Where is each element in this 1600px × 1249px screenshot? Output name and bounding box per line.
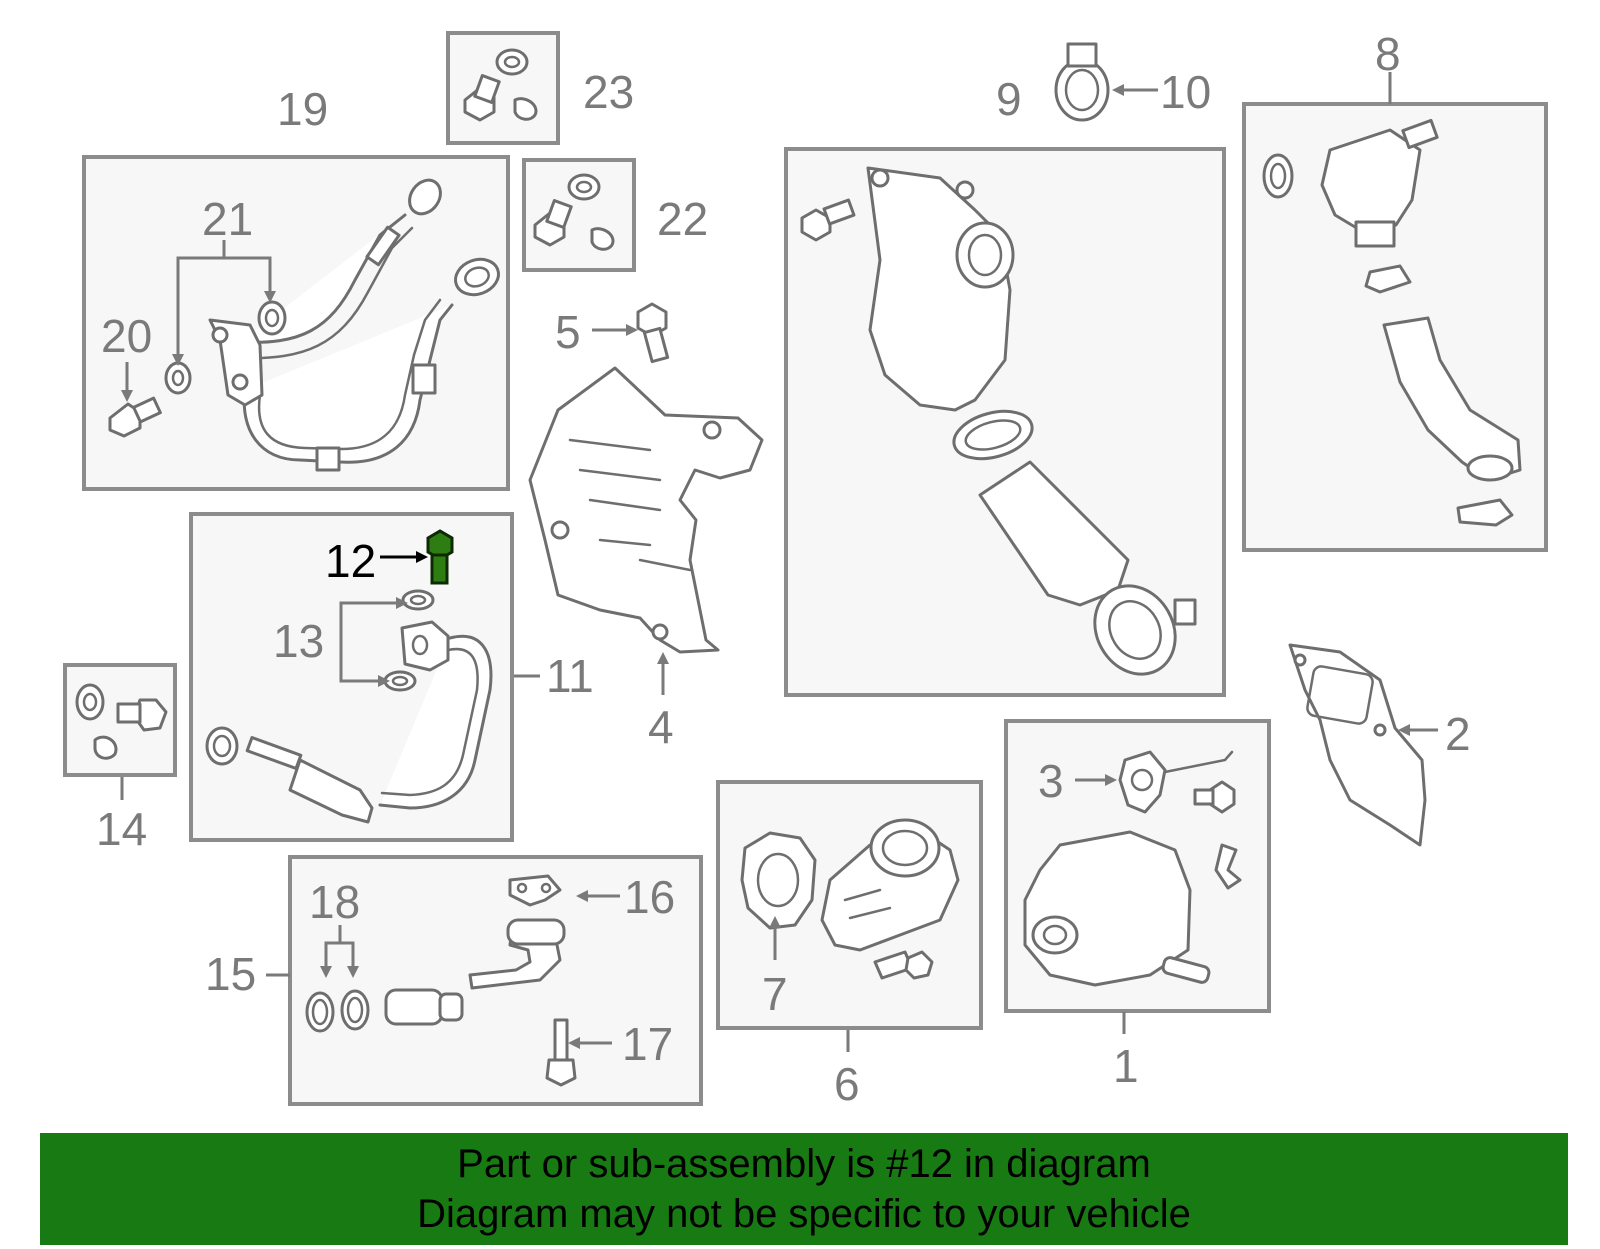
callout-18: 18 [309, 876, 360, 928]
callout-4: 4 [648, 701, 674, 753]
part-14-fitting [75, 683, 168, 760]
part-23-fitting [463, 48, 538, 122]
callout-15: 15 [205, 948, 256, 1000]
part-2-gasket [1288, 643, 1427, 847]
part-9-inlet-assembly [800, 166, 1197, 676]
info-banner: Part or sub-assembly is #12 in diagram D… [40, 1133, 1568, 1245]
callout-11: 11 [546, 650, 594, 702]
part-19-pipe [108, 178, 500, 472]
callout-20: 20 [101, 310, 152, 362]
banner-line-1: Part or sub-assembly is #12 in diagram [457, 1142, 1151, 1186]
parts-diagram: 19 23 22 21 20 9 10 8 5 12 13 11 4 2 3 1… [63, 28, 1548, 1110]
part-6-outlet-housing [740, 818, 960, 980]
part-4-heat-shield [528, 366, 764, 654]
callout-23: 23 [583, 66, 634, 118]
part-22-fitting [533, 173, 615, 251]
callout-12: 12 [325, 535, 376, 587]
banner-line-2: Diagram may not be specific to your vehi… [417, 1192, 1191, 1236]
callout-6: 6 [834, 1058, 860, 1110]
part-12-bolt-highlight [426, 529, 454, 585]
callout-3: 3 [1038, 755, 1064, 807]
part-5-bolt [636, 302, 670, 364]
part-1-turbocharger [1023, 750, 1242, 987]
callout-22: 22 [657, 193, 708, 245]
callout-9: 9 [996, 73, 1022, 125]
callout-1: 1 [1113, 1040, 1139, 1092]
box-23 [446, 31, 560, 145]
callout-7: 7 [762, 968, 788, 1020]
part-10-clamp [1054, 42, 1110, 122]
callout-16: 16 [624, 871, 675, 923]
callout-12-text: 12 [325, 535, 376, 587]
callout-17: 17 [622, 1018, 673, 1070]
callout-13: 13 [273, 615, 324, 667]
callout-14: 14 [96, 803, 147, 855]
callout-21: 21 [202, 193, 253, 245]
callout-8: 8 [1375, 28, 1401, 80]
callout-10: 10 [1160, 66, 1211, 118]
callout-2: 2 [1445, 708, 1471, 760]
part-8-valve-hose [1262, 118, 1522, 527]
callout-5: 5 [555, 306, 581, 358]
part-11-oil-line [205, 589, 493, 824]
part-15-coolant-tube [305, 874, 577, 1087]
callout-19: 19 [277, 83, 328, 135]
